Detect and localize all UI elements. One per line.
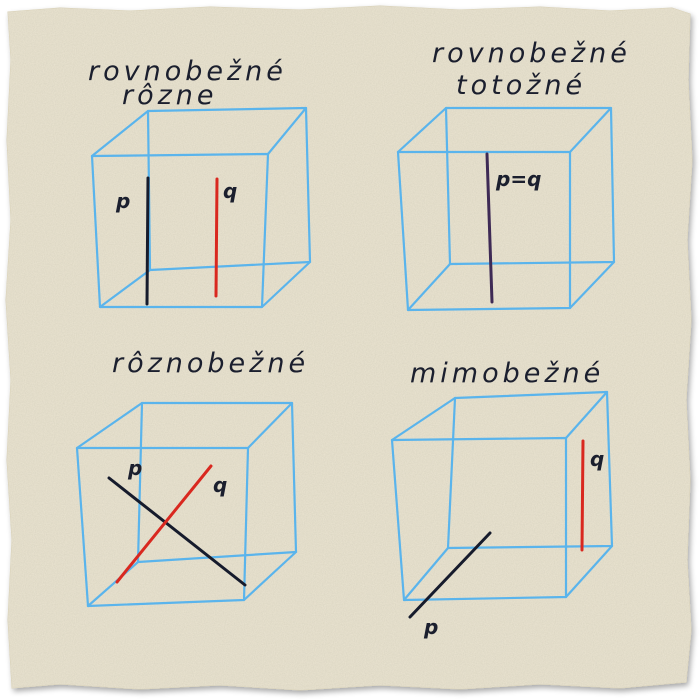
label-q: q (590, 447, 604, 471)
cube-wireframe (390, 390, 614, 602)
label-p: p (115, 189, 130, 213)
cube-connecting-edges (90, 106, 312, 309)
cube-connecting-edges (75, 401, 298, 608)
panel-intersecting: rôznobežné p q (75, 348, 309, 608)
cube-wireframe (396, 106, 616, 312)
line-q (115, 464, 213, 584)
panel-title-line1: rovnobežné (88, 56, 287, 87)
cube-connecting-edges (390, 390, 614, 602)
panel-parallel-identical: rovnobežné totožné p=q (396, 38, 631, 312)
label-p: p (127, 456, 142, 480)
line-p-equals-q (485, 152, 494, 304)
paper-texture (6, 6, 692, 690)
panel-title-line2: rôzne (122, 80, 218, 111)
cube-connecting-edges (396, 106, 616, 312)
cube-wireframe (90, 106, 312, 309)
panel-title-line1: mimobežné (410, 358, 604, 389)
cube-wireframe (75, 401, 298, 608)
panel-skew: mimobežné p q (390, 358, 614, 639)
line-q (214, 177, 219, 298)
label-q: q (223, 179, 237, 203)
line-q (580, 439, 585, 552)
label-q: q (213, 473, 227, 497)
line-p (408, 531, 492, 619)
panel-title-line1: rovnobežné (432, 38, 631, 69)
label-p-equals-q: p=q (495, 167, 541, 191)
line-p (145, 176, 150, 306)
label-p: p (423, 615, 438, 639)
panel-title-line2: totožné (456, 70, 586, 101)
line-p (107, 476, 247, 587)
panel-title-line1: rôznobežné (112, 348, 309, 379)
panel-parallel-distinct: rovnobežné rôzne p q (88, 56, 312, 309)
